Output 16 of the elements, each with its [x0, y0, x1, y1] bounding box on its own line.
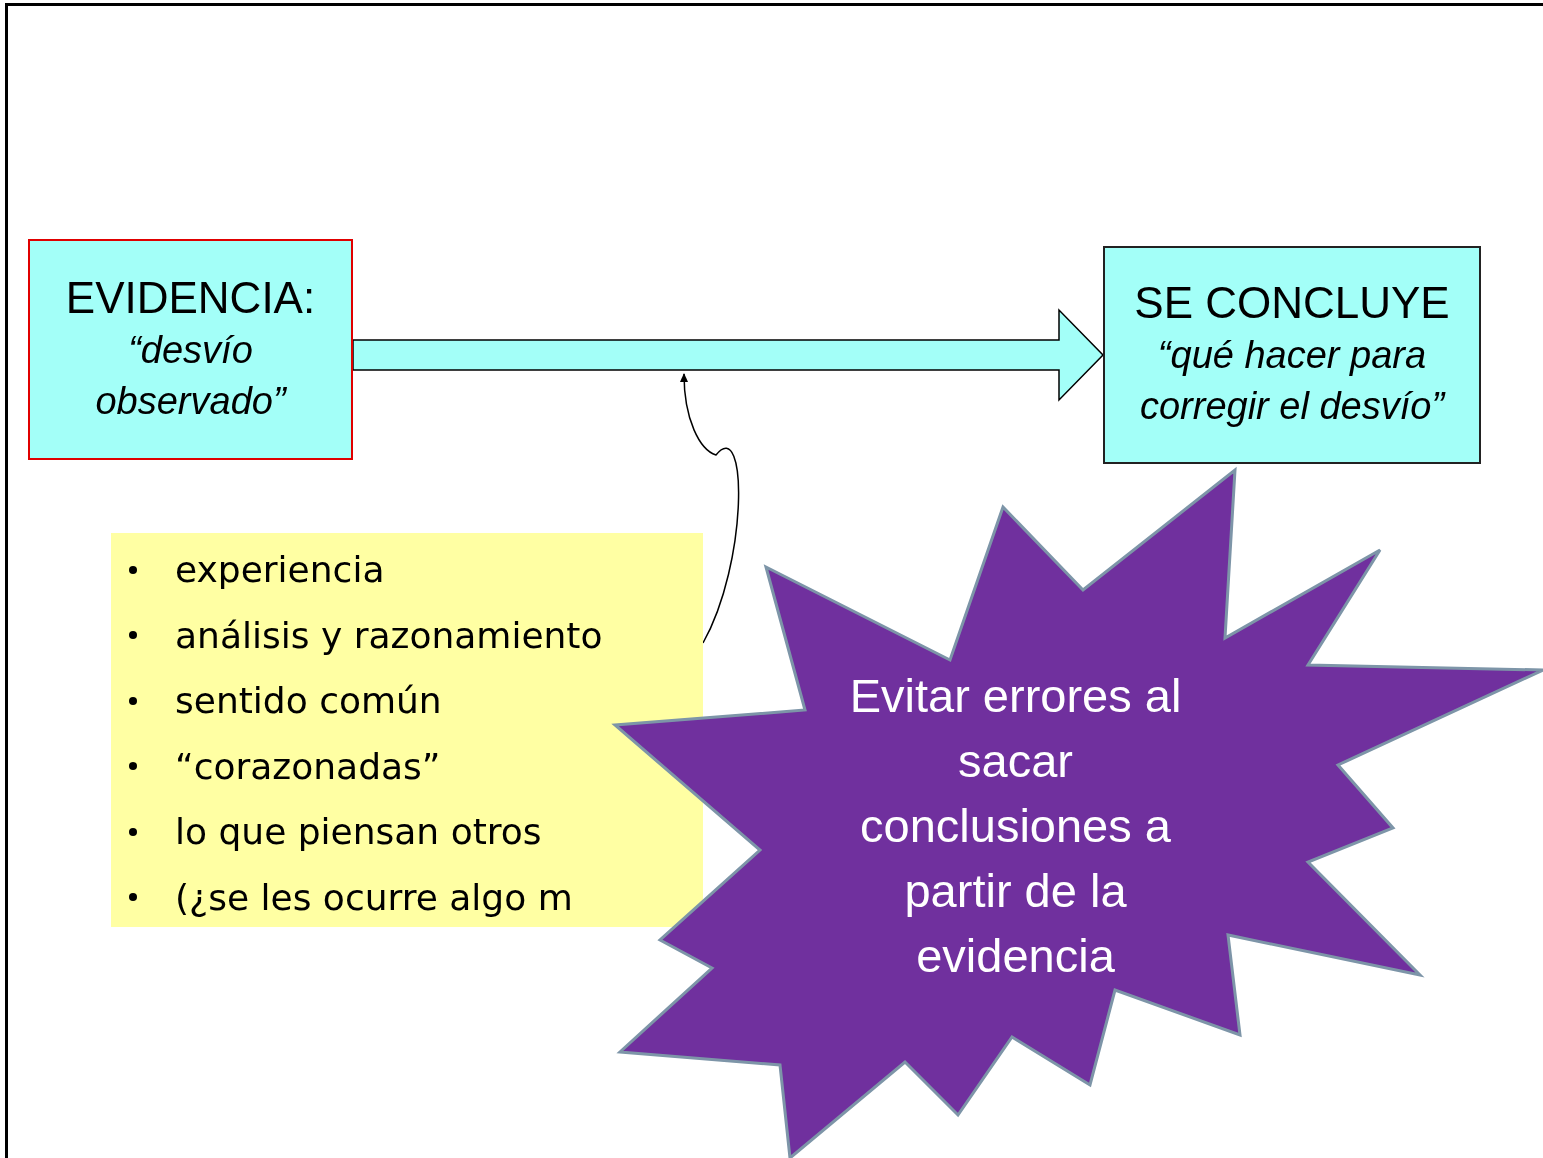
list-item: análisis y razonamiento	[175, 614, 603, 656]
list-item: “corazonadas”	[175, 745, 441, 787]
list-item: experiencia	[175, 549, 385, 591]
block-arrow	[352, 308, 1105, 402]
box-heading: EVIDENCIA:	[65, 271, 316, 324]
list-item: sentido común	[175, 680, 442, 722]
list-panel	[111, 533, 703, 927]
curved-arrow	[680, 373, 740, 644]
list-item: (¿se les ocurre algo m	[175, 876, 573, 918]
concept-box	[28, 239, 353, 460]
concept-box	[1103, 246, 1481, 464]
box-quote: “qué hacer para corregir el desvío”	[1138, 333, 1447, 430]
box-quote: “desvío observado”	[94, 327, 288, 424]
list-item: lo que piensan otros	[175, 811, 542, 853]
box-heading: SE CONCLUYE	[1134, 277, 1450, 330]
starburst-text: Evitar errores al sacar conclusiones a partir de la evidencia	[848, 668, 1183, 984]
